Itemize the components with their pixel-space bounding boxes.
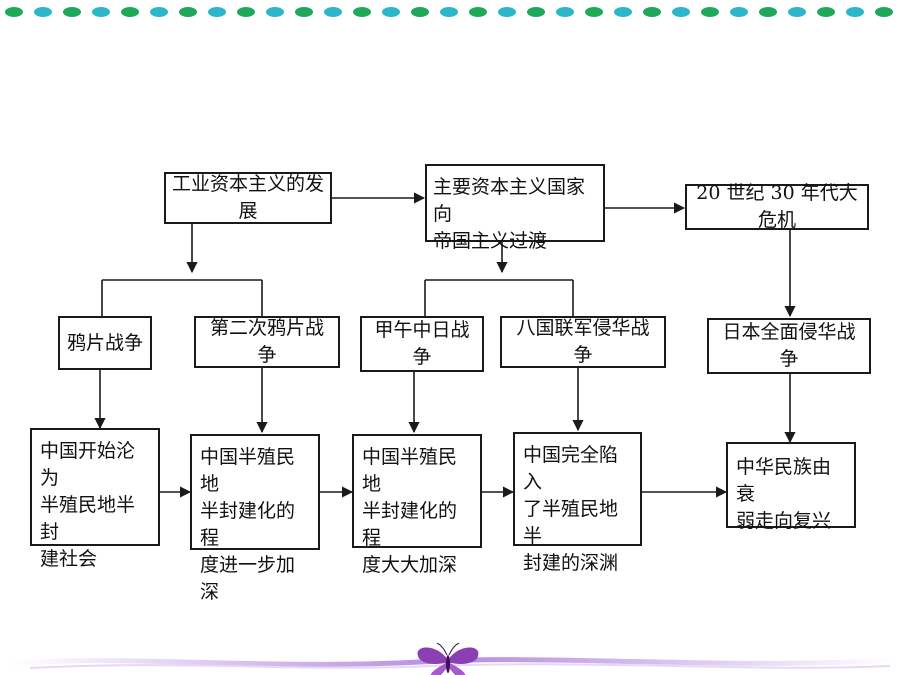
border-dot bbox=[788, 7, 806, 17]
node-result-5: 中华民族由衰 弱走向复兴 bbox=[726, 442, 856, 532]
border-dot bbox=[846, 7, 864, 17]
node-imperialism-transition: 主要资本主义国家向 帝国主义过渡 bbox=[425, 164, 605, 252]
border-dot bbox=[411, 7, 429, 17]
border-dot bbox=[701, 7, 719, 17]
bottom-ribbon-decoration bbox=[9, 642, 896, 675]
border-dot bbox=[585, 7, 603, 17]
border-dot bbox=[527, 7, 545, 17]
border-dot bbox=[208, 7, 226, 17]
border-dot bbox=[614, 7, 632, 17]
ribbon-swirl bbox=[9, 657, 896, 667]
border-dot bbox=[672, 7, 690, 17]
border-dot bbox=[469, 7, 487, 17]
node-eight-nation-war: 八国联军侵华战争 bbox=[500, 316, 666, 368]
border-dot bbox=[237, 7, 255, 17]
border-dot bbox=[150, 7, 168, 17]
border-dot bbox=[817, 7, 835, 17]
border-dot bbox=[875, 7, 893, 17]
node-industrial-capitalism: 工业资本主义的发展 bbox=[164, 172, 332, 224]
border-dot bbox=[730, 7, 748, 17]
border-dot bbox=[266, 7, 284, 17]
border-dot bbox=[382, 7, 400, 17]
node-result-3: 中国半殖民地 半封建化的程 度大大加深 bbox=[352, 434, 482, 576]
node-result-4: 中国完全陷入 了半殖民地半 封建的深渊 bbox=[513, 432, 642, 574]
node-1930s-crisis: 20 世纪 30 年代大危机 bbox=[685, 182, 869, 231]
border-dot bbox=[121, 7, 139, 17]
node-result-2: 中国半殖民地 半封建化的程 度进一步加深 bbox=[190, 434, 320, 603]
border-dot bbox=[440, 7, 458, 17]
node-japan-invasion: 日本全面侵华战争 bbox=[707, 318, 871, 374]
border-dot bbox=[643, 7, 661, 17]
border-dot bbox=[179, 7, 197, 17]
node-sino-japanese-war: 甲午中日战争 bbox=[360, 316, 484, 372]
border-dot bbox=[556, 7, 574, 17]
border-dot bbox=[353, 7, 371, 17]
butterfly-icon bbox=[417, 642, 479, 675]
top-dot-border bbox=[5, 7, 893, 17]
node-second-opium-war: 第二次鸦片战争 bbox=[194, 316, 340, 368]
border-dot bbox=[92, 7, 110, 17]
border-dot bbox=[5, 7, 23, 17]
border-dot bbox=[324, 7, 342, 17]
node-result-1: 中国开始沦为 半殖民地半封 建社会 bbox=[30, 428, 160, 570]
border-dot bbox=[498, 7, 516, 17]
border-dot bbox=[759, 7, 777, 17]
border-dot bbox=[34, 7, 52, 17]
node-opium-war: 鸦片战争 bbox=[58, 316, 152, 370]
border-dot bbox=[295, 7, 313, 17]
border-dot bbox=[63, 7, 81, 17]
